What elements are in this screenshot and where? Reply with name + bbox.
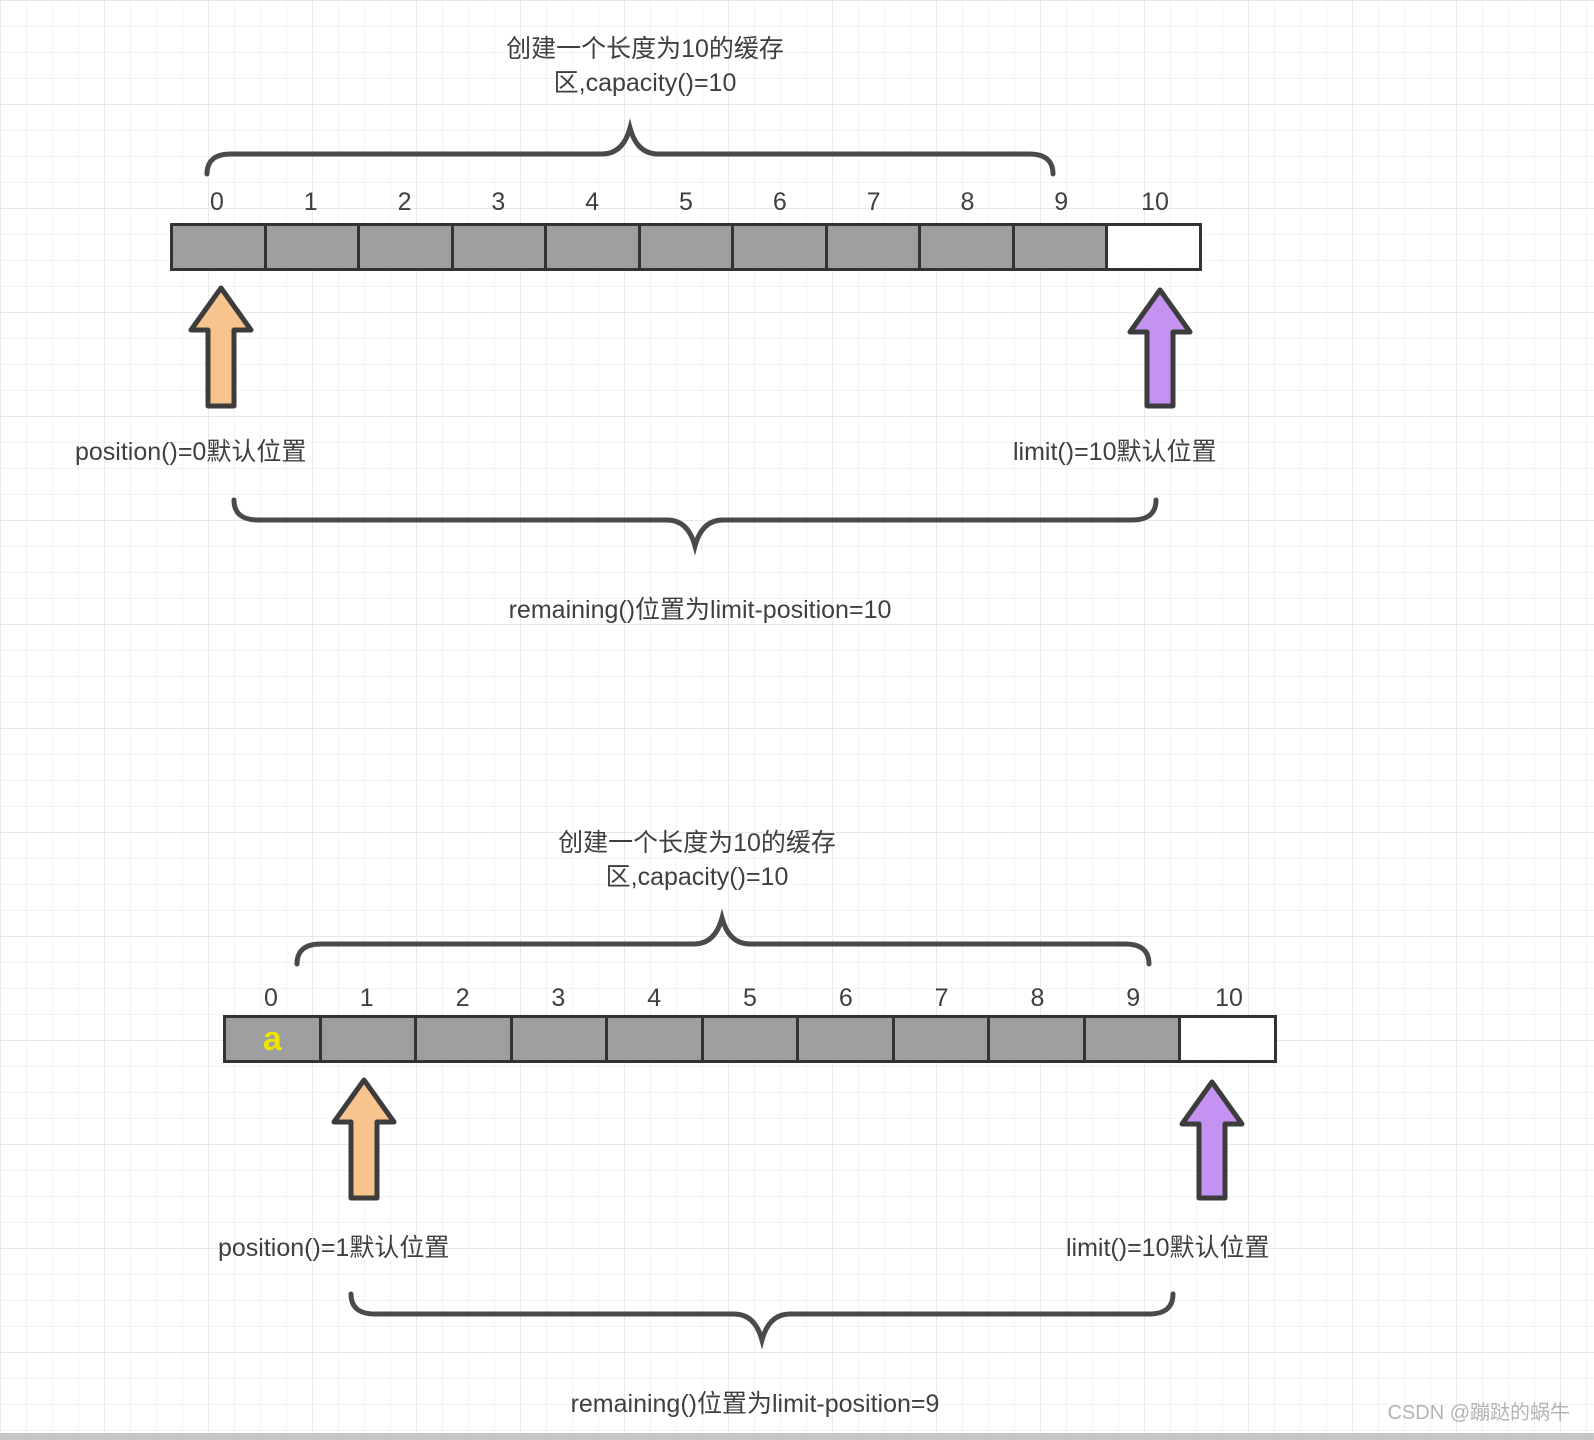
buffer-cell [700, 1015, 800, 1063]
buffer-cell [170, 223, 267, 271]
remaining-brace-down-1 [231, 497, 1159, 556]
index-label: 10 [1215, 984, 1243, 1012]
index-label: 5 [743, 984, 757, 1012]
index-label: 1 [303, 188, 318, 216]
buffer-cells-1 [170, 223, 1203, 271]
buffer-cell [1082, 1015, 1182, 1063]
csdn-watermark: CSDN @蹦跶的蜗牛 [1387, 1402, 1570, 1424]
buffer-cell [318, 1015, 418, 1063]
capacity-caption-line1: 创建一个长度为10的缓存 [506, 35, 784, 63]
capacity-caption-line2: 区,capacity()=10 [553, 69, 737, 97]
position-label-2: position()=1默认位置 [218, 1234, 450, 1262]
index-label: 2 [397, 188, 412, 216]
buffer-cell [263, 223, 361, 271]
index-label: 0 [263, 984, 278, 1012]
index-label: 2 [455, 984, 470, 1012]
index-label: 5 [679, 188, 693, 216]
capacity-caption-1: 创建一个长度为10的缓存 区,capacity()=10 [350, 32, 940, 100]
index-label: 9 [1054, 188, 1069, 216]
cell-value: a [262, 1019, 282, 1058]
index-label: 1 [359, 984, 374, 1012]
buffer-cell [918, 223, 1015, 271]
buffer-cell [891, 1015, 991, 1063]
index-row-2: 0 1 2 3 4 5 6 7 8 9 10 [223, 984, 1277, 1013]
buffer-cell [357, 223, 454, 271]
index-label: 4 [585, 188, 600, 216]
index-label: 7 [934, 984, 949, 1012]
buffer-cell [509, 1015, 609, 1063]
remaining-label-2: remaining()位置为limit-position=9 [570, 1390, 940, 1418]
index-label: 7 [866, 188, 881, 216]
index-label: 8 [960, 188, 975, 216]
index-label: 6 [838, 984, 853, 1012]
buffer-cell: a [223, 1015, 322, 1063]
index-label: 6 [772, 188, 787, 216]
buffer-cells-2: a [223, 1015, 1278, 1063]
index-label: 4 [647, 984, 662, 1012]
index-label: 3 [551, 984, 566, 1012]
index-label: 9 [1126, 984, 1141, 1012]
buffer-cell [1011, 223, 1109, 271]
limit-arrow-icon-1 [1127, 287, 1193, 409]
position-label-1: position()=0默认位置 [75, 438, 307, 466]
buffer-cell [987, 1015, 1086, 1063]
index-label: 8 [1030, 984, 1045, 1012]
index-label: 10 [1141, 188, 1169, 216]
capacity-caption-2: 创建一个长度为10的缓存 区,capacity()=10 [400, 826, 994, 894]
capacity-caption-line1: 创建一个长度为10的缓存 [558, 829, 836, 857]
limit-label-1: limit()=10默认位置 [1013, 438, 1217, 466]
limit-label-2: limit()=10默认位置 [1066, 1234, 1270, 1262]
remaining-brace-down-2 [348, 1291, 1176, 1350]
buffer-cell [796, 1015, 895, 1063]
buffer-cell [544, 223, 641, 271]
buffer-cell [731, 223, 828, 271]
index-row-1: 0 1 2 3 4 5 6 7 8 9 10 [170, 188, 1202, 217]
buffer-cell [450, 223, 548, 271]
position-arrow-icon-1 [188, 285, 254, 409]
buffer-cell [637, 223, 735, 271]
buffer-cell [414, 1015, 513, 1063]
index-label: 0 [209, 188, 224, 216]
buffer-cell [824, 223, 922, 271]
buffer-cell-empty [1178, 1015, 1278, 1063]
capacity-brace-up-2 [294, 908, 1152, 967]
capacity-brace-up-1 [204, 118, 1056, 177]
scrollbar-horizontal[interactable] [0, 1433, 1594, 1440]
remaining-label-1: remaining()位置为limit-position=10 [508, 596, 892, 624]
buffer-cell-empty [1105, 223, 1203, 271]
index-label: 3 [491, 188, 506, 216]
buffer-cell [605, 1015, 704, 1063]
limit-arrow-icon-2 [1179, 1079, 1245, 1201]
position-arrow-icon-2 [331, 1077, 397, 1201]
capacity-caption-line2: 区,capacity()=10 [605, 863, 789, 891]
